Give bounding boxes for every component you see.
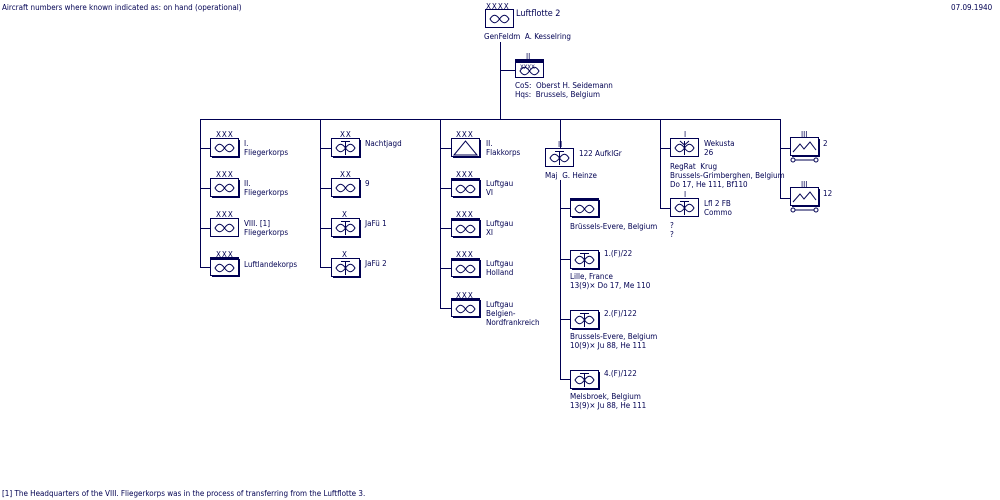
unit-label: Luftgau [486,300,514,309]
hq-echelon: XXXX [486,2,510,11]
unit-label: JaFü 1 [365,219,387,228]
unit-label: Luftlandekorps [244,260,298,269]
unit-label: II. [486,139,493,148]
unit-label: Nachtjagd [365,139,402,148]
unit-label: Flakkorps [486,148,521,157]
fb-label: Commo [704,208,732,217]
unit-label: JaFü 2 [365,259,387,268]
staff-hqs: Hqs: Brussels, Belgium [515,90,600,99]
staffel-aircraft: 10(9)× Ju 88, He 111 [570,341,647,350]
unit-label: Belgien- [486,309,516,318]
fb-label: Lfl 2 FB [704,199,731,208]
unit-echelon: X [342,210,347,219]
footnote: [1] The Headquarters of the VIII. Fliege… [2,489,366,498]
staffel-name: 1.(F)/22 [604,249,633,258]
unit-label: VIII. [1] [244,219,271,228]
date-label: 07.09.1940 [951,3,993,12]
unit-echelon: XX [340,170,352,179]
signals-label: 2 [823,139,828,148]
unit-label: Luftgau [486,259,514,268]
unit-echelon: XXX [456,170,474,179]
staff-echelon: II [526,52,531,61]
unit-label: 9 [365,179,370,188]
wekusta-commander: RegRat Krug [670,162,718,171]
staff-echelon-2: XXXX [520,64,535,71]
unit-echelon: XX [340,130,352,139]
unit-echelon: XXX [216,250,234,259]
unit-label: VI [486,188,494,197]
wekusta-name: Wekusta [704,139,735,148]
wekusta-number: 26 [704,148,714,157]
unit-echelon: XXX [456,130,474,139]
unit-echelon: XXX [456,250,474,259]
aircraft-numbers-note: Aircraft numbers where known indicated a… [2,3,242,12]
unit-label: I. [244,139,249,148]
unit-label: Luftgau [486,219,514,228]
unit-echelon: XXX [456,291,474,300]
unit-label: Fliegerkorps [244,148,289,157]
staff-cos: CoS: Oberst H. Seidemann [515,81,613,90]
wekusta-aircraft: Do 17, He 111, Bf110 [670,180,748,189]
hq-name: Luftflotte 2 [516,9,561,19]
staffel-location: Melsbroek, Belgium [570,392,641,401]
fb-echelon: I [684,190,687,199]
unit-label: Fliegerkorps [244,188,289,197]
fb-unknown: ? [670,221,674,230]
unit-echelon: XXX [216,210,234,219]
staffel-location: Brussels-Evere, Belgium [570,332,658,341]
unit-label: XI [486,228,494,237]
unit-label: Holland [486,268,514,277]
recon-echelon: II [558,140,563,149]
unit-echelon: XXX [456,210,474,219]
wekusta-echelon: I [684,130,687,139]
unit-echelon: XXX [216,130,234,139]
unit-echelon: XXX [216,170,234,179]
staffel-aircraft: 13(9)× Do 17, Me 110 [570,281,651,290]
signals-label: 12 [823,189,833,198]
unit-label: Luftgau [486,179,514,188]
fb-unknown: ? [670,230,674,239]
unit-label: Nordfrankreich [486,318,540,327]
recon-name: 122 AufklGr [579,149,622,158]
recon-staff-location: Brüssels-Evere, Belgium [570,222,658,231]
wekusta-location: Brussels-Grimberghen, Belgium [670,171,785,180]
signals-echelon: III [801,180,808,189]
unit-label: Fliegerkorps [244,228,289,237]
staffel-aircraft: 13(9)× Ju 88, He 111 [570,401,647,410]
signals-echelon: III [801,130,808,139]
staffel-name: 2.(F)/122 [604,309,637,318]
unit-label: II. [244,179,251,188]
hq-commander: GenFeldm A. Kesselring [484,32,571,41]
staffel-name: 4.(F)/122 [604,369,637,378]
staffel-location: Lille, France [570,272,613,281]
recon-commander: Maj G. Heinze [545,171,597,180]
unit-echelon: X [342,250,347,259]
